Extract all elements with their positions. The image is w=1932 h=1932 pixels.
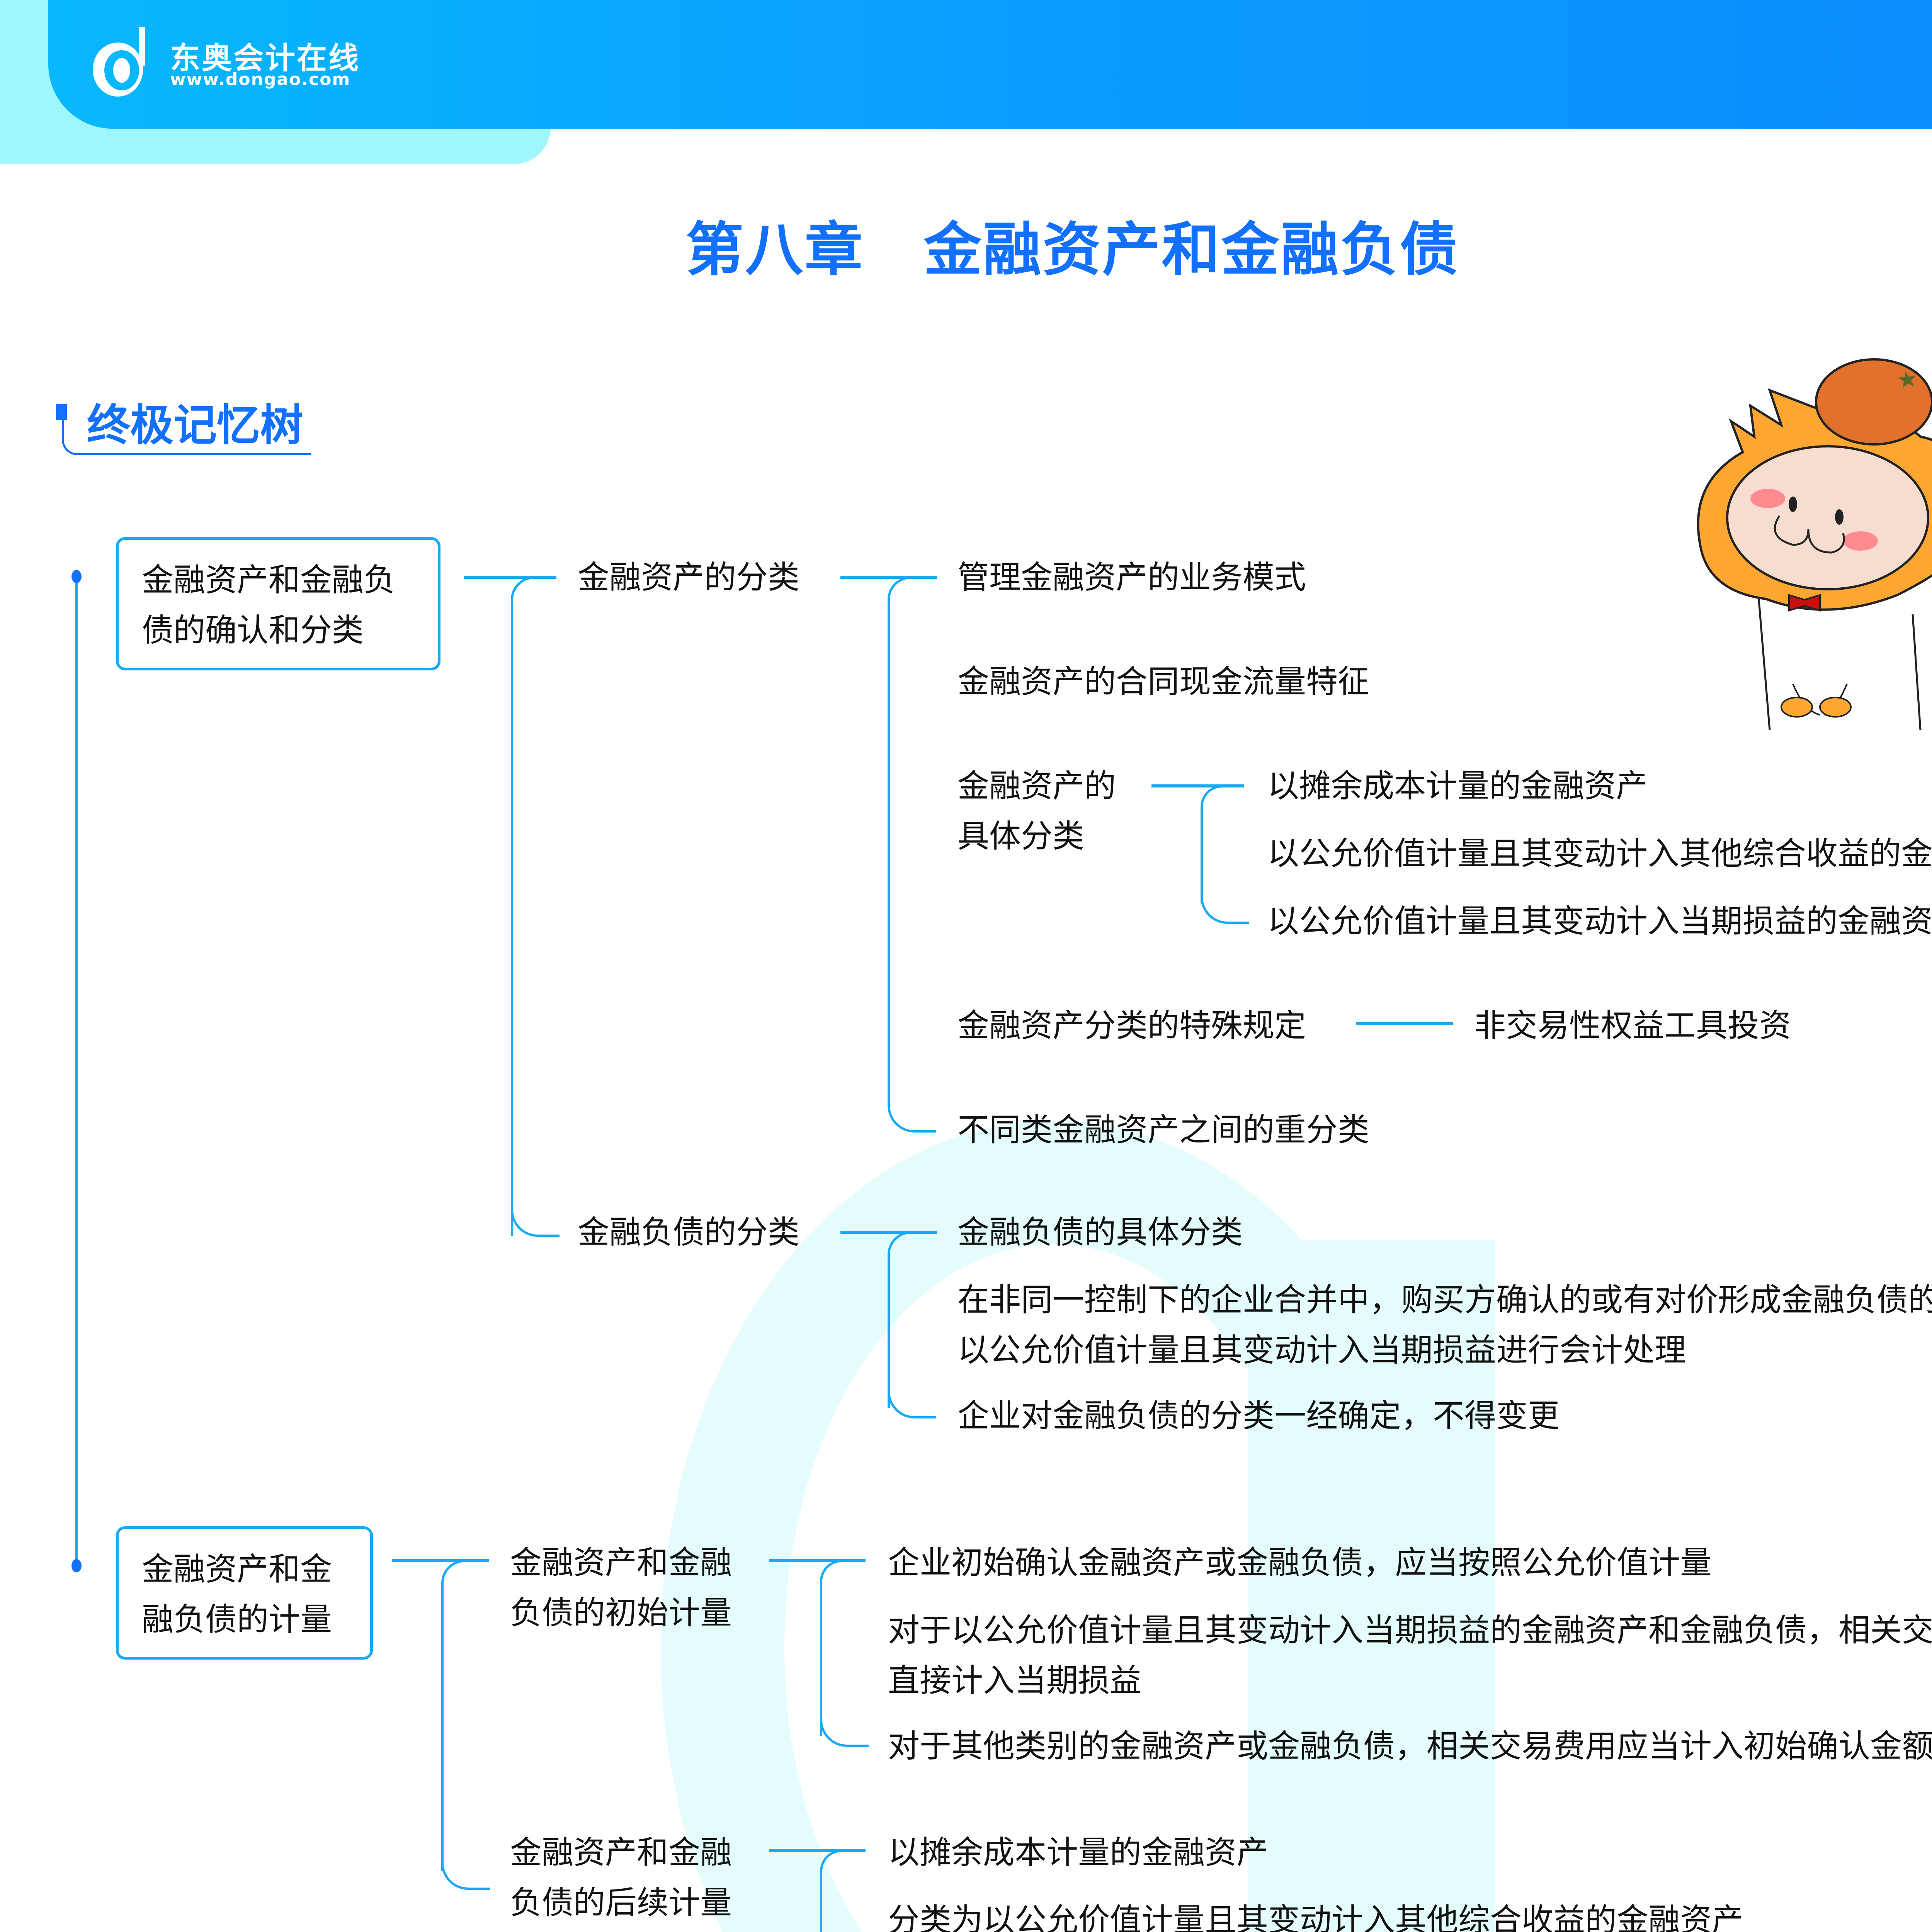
leaf-other-transaction-costs: 对于其他类别的金融资产或金融负债，相关交易费用应当计入初始确认金额 bbox=[888, 1728, 1932, 1765]
section-title: 终极记忆树 bbox=[87, 400, 303, 451]
leaf-non-trading-equity: 非交易性权益工具投资 bbox=[1474, 1007, 1791, 1044]
leaf-amortized-cost: 以摊余成本计量的金融资产 bbox=[1267, 768, 1648, 804]
node-dot-2 bbox=[71, 1559, 82, 1572]
node-liability-classification: 金融负债的分类 bbox=[578, 1214, 800, 1251]
node-asset-classification: 金融资产的分类 bbox=[578, 559, 800, 596]
leaf-contingent-consideration: 在非同一控制下的企业合并中，购买方确认的或有对价形成金融负债的，应当按照以公允价… bbox=[957, 1282, 1932, 1369]
dongao-logo-icon bbox=[93, 27, 145, 97]
leaf-initial-fair-value: 企业初始确认金融资产或金融负债，应当按照公允价值计量 bbox=[888, 1544, 1712, 1581]
node-label: 金融资产和金融负债的计量 bbox=[142, 1551, 332, 1638]
connector bbox=[888, 577, 913, 1100]
node-label: 金融资产和金融负债的确认和分类 bbox=[142, 562, 396, 649]
node-measurement: 金融资产和金融负债的计量 bbox=[116, 1526, 373, 1660]
connector bbox=[1151, 784, 1244, 787]
connector bbox=[1201, 885, 1249, 924]
connector bbox=[464, 576, 556, 579]
leaf-no-change: 企业对金融负债的分类一经确定，不得变更 bbox=[957, 1398, 1560, 1434]
leaf-fvtpl-transaction-costs: 对于以公允价值计量且其变动计入当期损益的金融资产和金融负债，相关交易费用应当直接… bbox=[888, 1612, 1932, 1699]
connector bbox=[820, 1708, 869, 1747]
brand-name-cn: 东奥会计在线 bbox=[170, 41, 361, 76]
square-bullet-icon bbox=[56, 404, 67, 420]
leaf-cashflow-characteristics: 金融资产的合同现金流量特征 bbox=[957, 663, 1370, 700]
leaf-fvoci: 以公允价值计量且其变动计入其他综合收益的金融资产 bbox=[1267, 835, 1932, 872]
watermark-bar bbox=[1248, 1240, 1495, 1932]
leaf-fvtpl: 以公允价值计量且其变动计入当期损益的金融资产 bbox=[1267, 903, 1932, 940]
leaf-liability-specific: 金融负债的具体分类 bbox=[957, 1214, 1243, 1251]
connector bbox=[840, 1231, 937, 1234]
connector bbox=[511, 577, 536, 1236]
connector bbox=[888, 1094, 936, 1133]
connector bbox=[441, 1851, 490, 1890]
brand-url: www.dongao.com bbox=[170, 70, 351, 89]
tree-trunk bbox=[75, 572, 78, 1565]
leaf-sub-fvoci-classified: 分类为以公允价值计量且其变动计入其他综合收益的金融资产 bbox=[888, 1902, 1744, 1932]
leaf-reclassification: 不同类金融资产之间的重分类 bbox=[957, 1112, 1370, 1148]
leaf-sub-amortized-cost: 以摊余成本计量的金融资产 bbox=[888, 1834, 1269, 1871]
page-title: 第八章 金融资产和金融负债 bbox=[685, 216, 1459, 284]
node-specific-classification: 金融资产的具体分类 bbox=[957, 768, 1116, 855]
connector bbox=[888, 1379, 936, 1418]
connector bbox=[820, 1850, 842, 1932]
node-special-rules: 金融资产分类的特殊规定 bbox=[957, 1007, 1306, 1044]
connector bbox=[1356, 1022, 1453, 1025]
connector bbox=[392, 1559, 489, 1562]
section-underline bbox=[62, 419, 311, 455]
connector bbox=[441, 1560, 467, 1871]
node-initial-measurement: 金融资产和金融负债的初始计量 bbox=[510, 1544, 732, 1631]
leaf-business-model: 管理金融资产的业务模式 bbox=[957, 559, 1306, 596]
node-recognition-classification: 金融资产和金融负债的确认和分类 bbox=[116, 537, 440, 670]
connector bbox=[769, 1849, 866, 1852]
node-subsequent-measurement: 金融资产和金融负债的后续计量 bbox=[510, 1834, 732, 1921]
orange-mascot-icon bbox=[1697, 358, 1932, 731]
connector bbox=[840, 576, 937, 579]
connector bbox=[511, 1198, 560, 1237]
connector bbox=[769, 1559, 866, 1562]
node-dot-1 bbox=[71, 570, 82, 583]
header-bar bbox=[48, 0, 1932, 129]
